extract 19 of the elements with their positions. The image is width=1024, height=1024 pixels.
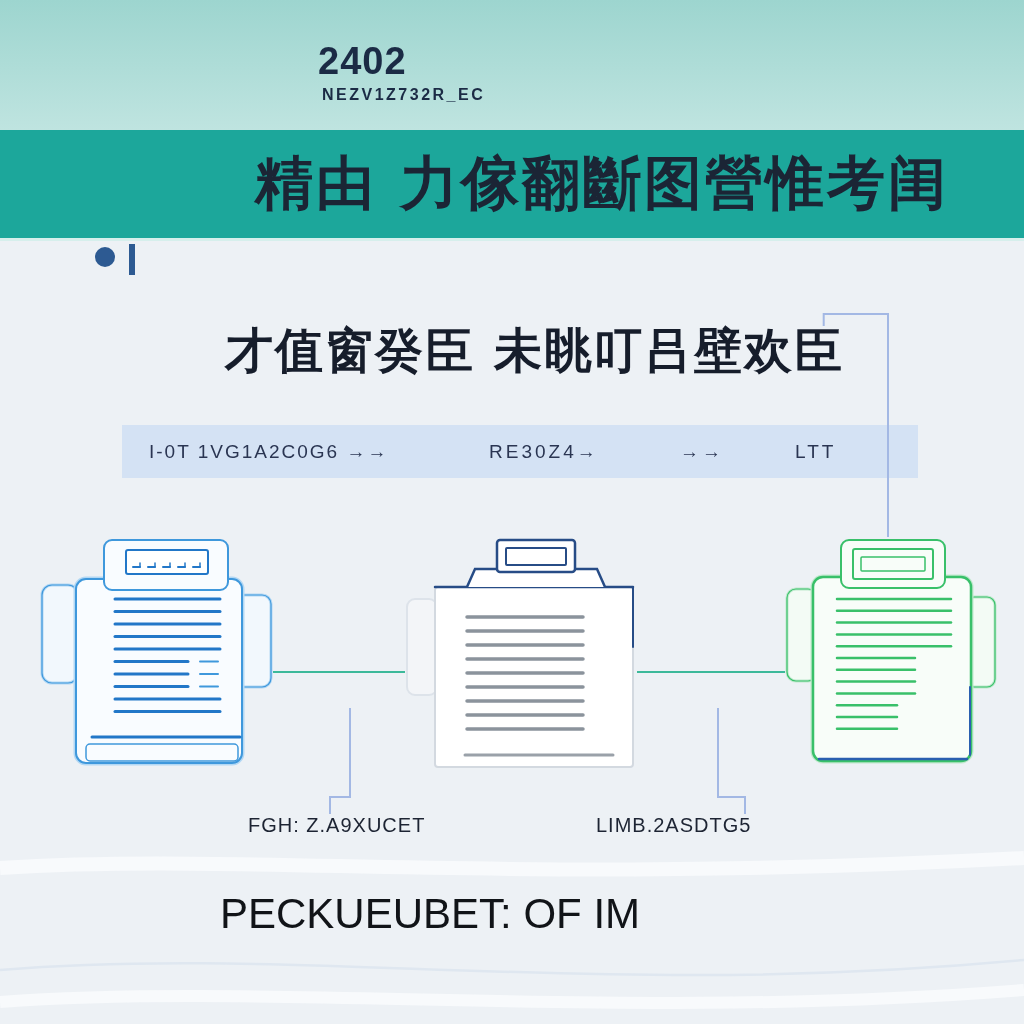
fax-machine-drawing	[785, 537, 997, 765]
subheading: 才值窗癸臣 未眺叮吕壁欢臣	[225, 326, 844, 374]
connector-line	[272, 671, 406, 673]
part-label: FGH: Z.A9XUCET	[248, 814, 426, 837]
title: 精由 力傢翻斷图營惟考闺	[255, 154, 950, 212]
header-number: 2402	[318, 40, 407, 84]
leader-line	[329, 707, 351, 815]
connector-line	[636, 671, 786, 673]
header-code: NEZV1Z732R_EC	[322, 86, 486, 105]
info-text: →→	[680, 441, 724, 463]
info-text: RE30Z4→	[489, 441, 599, 463]
info-text: I-0T 1VG1A2C0G6 →→	[149, 441, 389, 463]
info-text: LTT	[795, 441, 837, 463]
leader-line	[717, 707, 746, 815]
printer-drawing	[405, 537, 637, 769]
fax-machine-drawing	[40, 537, 273, 767]
footer-heading: PECKUEUBET: OF IM	[220, 890, 641, 939]
connector-line	[822, 313, 889, 538]
part-label: LIMB.2ASDTG5	[596, 814, 752, 837]
